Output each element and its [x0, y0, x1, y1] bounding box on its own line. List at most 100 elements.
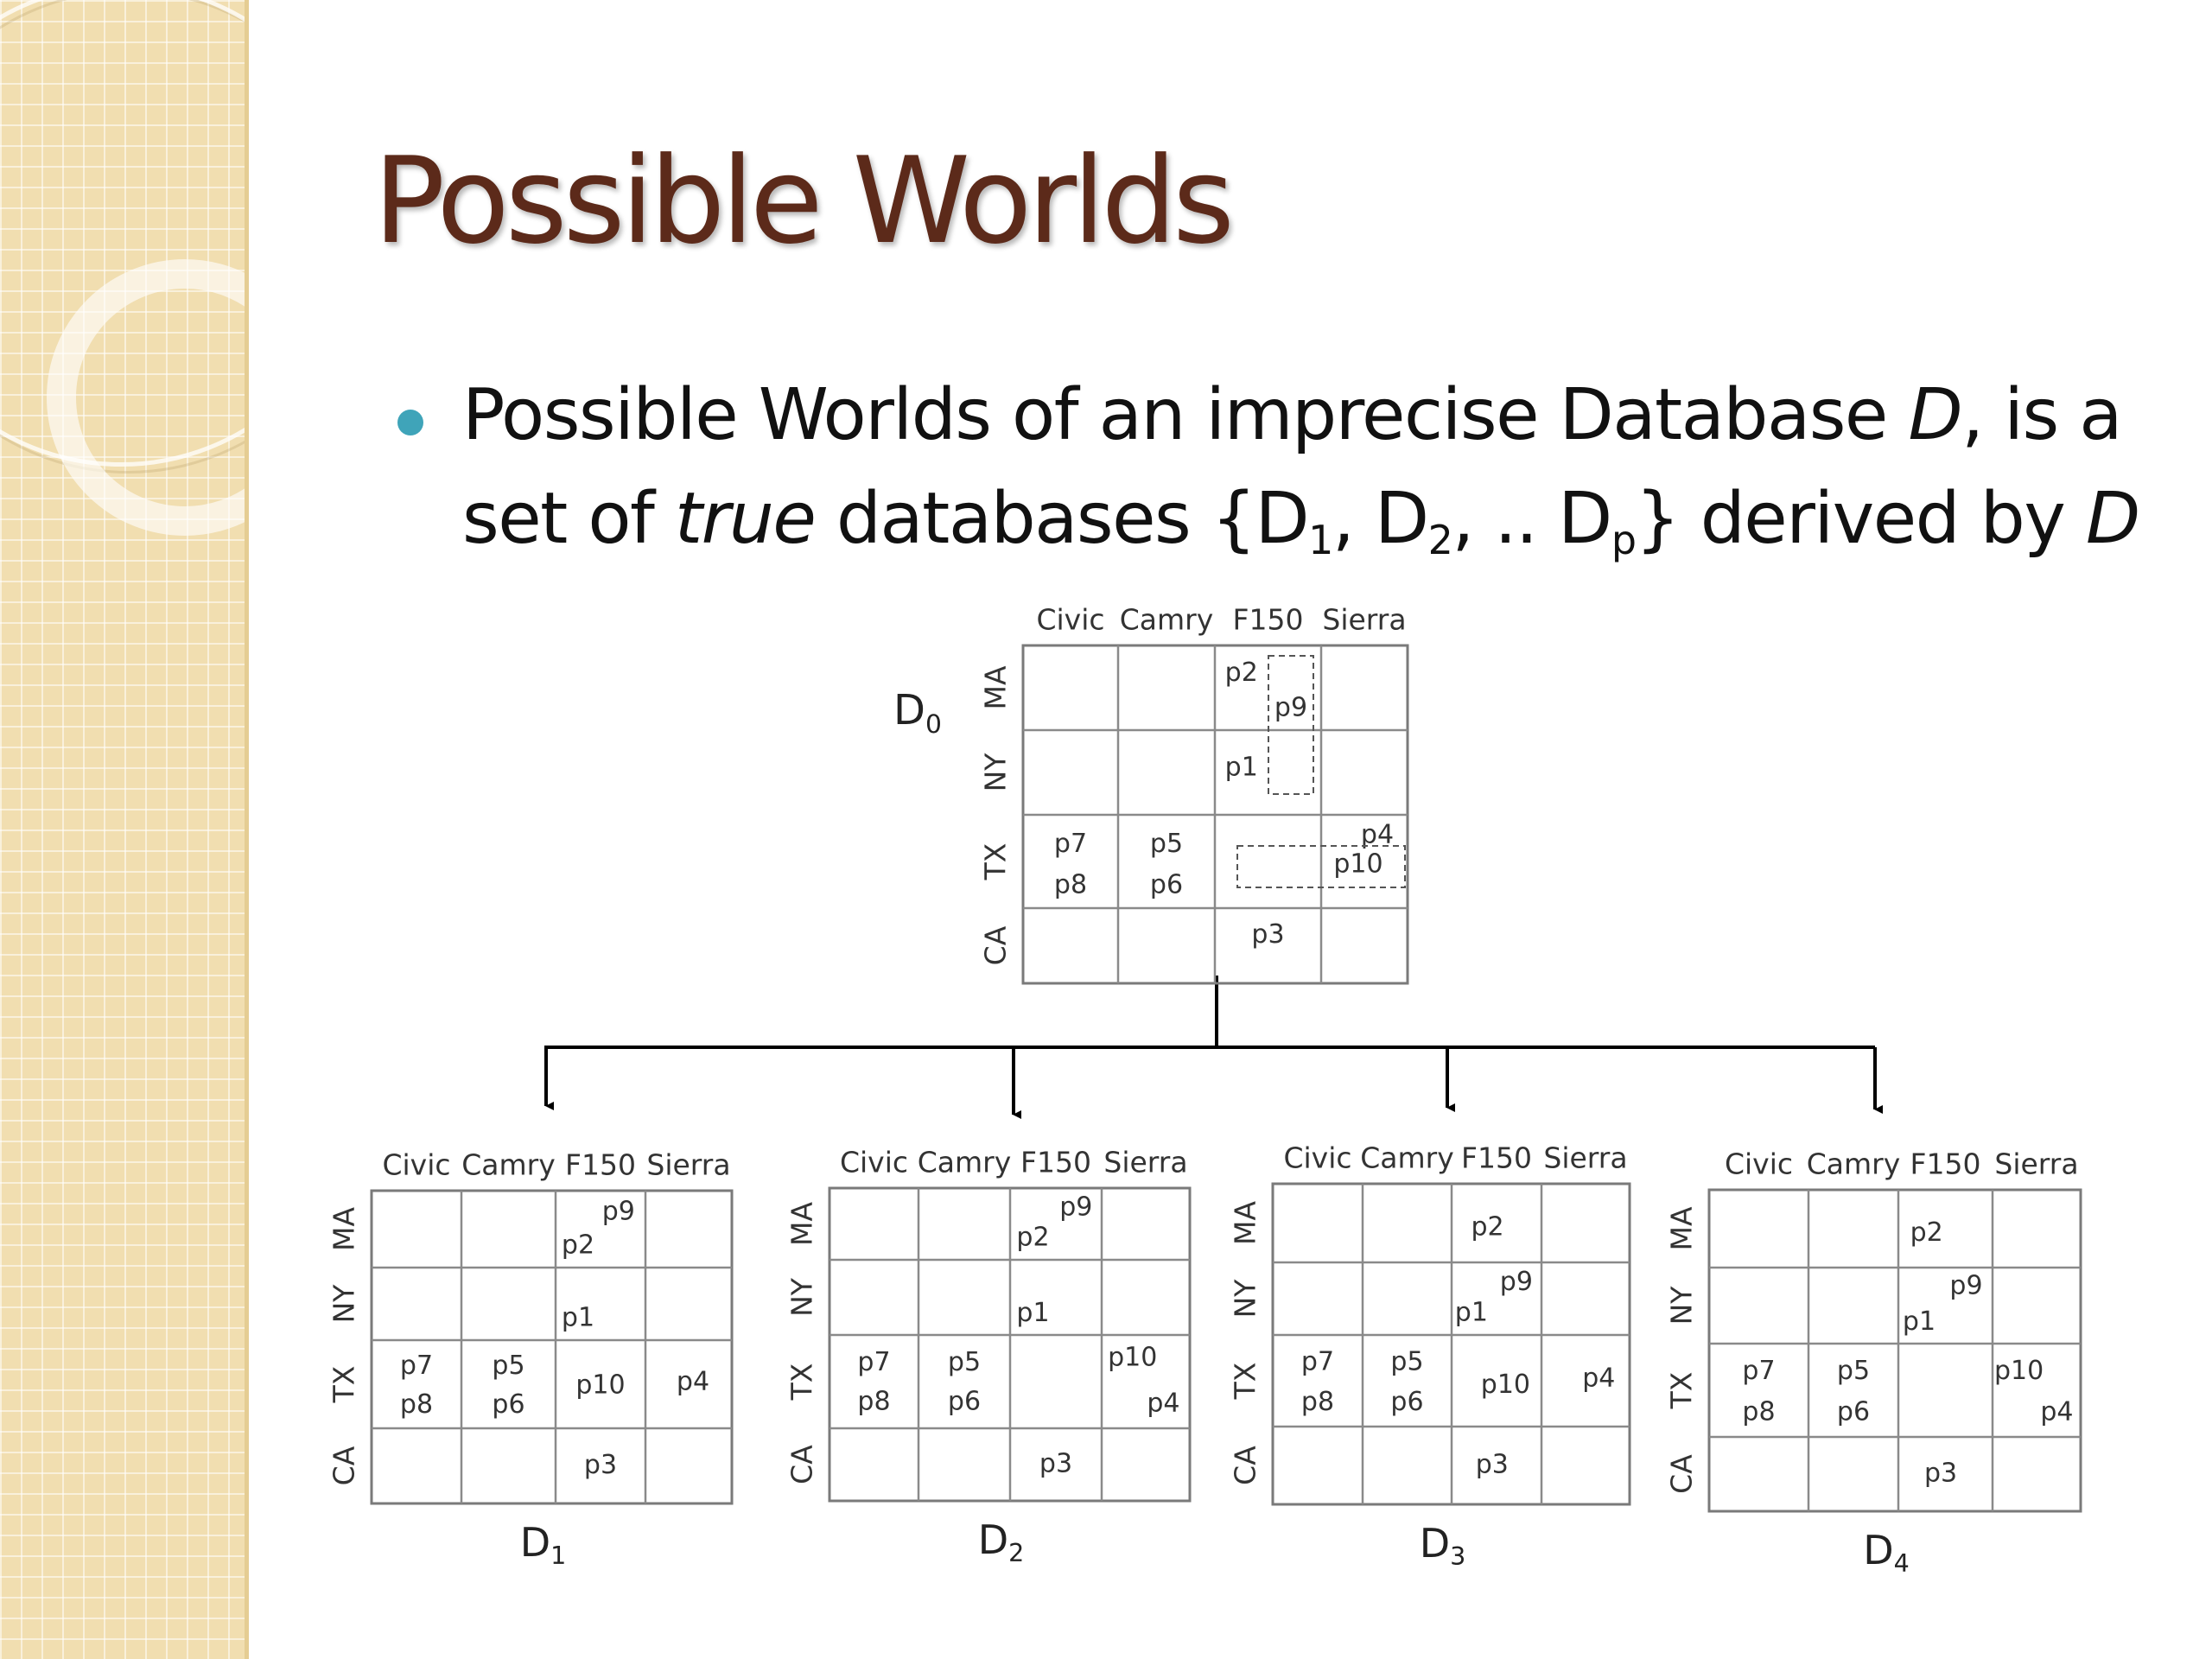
- database-label-base: D: [893, 686, 925, 734]
- column-header: Civic: [840, 1146, 908, 1179]
- database-label-sub: 4: [1894, 1549, 1910, 1578]
- row-header: MA: [979, 665, 1013, 709]
- point-label: p5: [1390, 1346, 1423, 1376]
- connector-tree: [544, 976, 1875, 1115]
- point-label: p4: [2040, 1396, 2073, 1427]
- grid-border: [372, 1191, 732, 1503]
- point-label: p9: [1059, 1192, 1092, 1223]
- point-label: p1: [1903, 1306, 1936, 1337]
- point-label: p1: [1225, 753, 1258, 783]
- point-label: p9: [1949, 1271, 1982, 1301]
- column-header: Sierra: [646, 1148, 730, 1182]
- database-label: D3: [1420, 1520, 1466, 1572]
- column-header: Sierra: [1103, 1146, 1187, 1179]
- point-label: p9: [1274, 693, 1307, 723]
- database-label-sub: 0: [925, 709, 942, 740]
- point-label: p7: [1301, 1346, 1334, 1376]
- row-header: MA: [785, 1202, 819, 1246]
- grid-d1: CivicCamryF150SierraMANYTXCAp9p2p1p7p8p5…: [327, 1148, 733, 1571]
- row-header: CA: [1229, 1446, 1262, 1485]
- point-label: p5: [1150, 829, 1183, 859]
- row-header: NY: [327, 1284, 361, 1324]
- point-label: p6: [1837, 1396, 1870, 1427]
- point-label: p8: [857, 1386, 890, 1416]
- row-header: NY: [979, 753, 1013, 792]
- column-header: Camry: [1807, 1147, 1901, 1181]
- row-header: CA: [785, 1445, 819, 1484]
- database-label-sub: 1: [550, 1541, 566, 1570]
- point-label: p1: [562, 1302, 594, 1332]
- point-label: p10: [575, 1370, 625, 1401]
- column-header: Camry: [1360, 1141, 1454, 1175]
- point-label: p3: [1039, 1449, 1072, 1479]
- column-header: F150: [1020, 1146, 1091, 1179]
- point-label: p3: [1476, 1450, 1509, 1480]
- row-header: MA: [1665, 1206, 1699, 1250]
- column-header: Sierra: [1322, 603, 1406, 637]
- row-header: TX: [785, 1363, 819, 1402]
- point-label: p3: [1924, 1459, 1957, 1489]
- row-header: TX: [327, 1366, 361, 1404]
- point-label: p6: [1390, 1387, 1423, 1417]
- point-label: p10: [1333, 849, 1382, 880]
- database-label-base: D: [1863, 1527, 1893, 1573]
- row-header: TX: [1665, 1372, 1699, 1410]
- grid-border: [1709, 1190, 2081, 1511]
- row-header: TX: [1229, 1363, 1262, 1401]
- point-label: p10: [1108, 1343, 1157, 1373]
- row-header: CA: [1665, 1454, 1699, 1494]
- point-label: p1: [1455, 1297, 1488, 1327]
- database-label: D0: [893, 686, 942, 740]
- point-label: p4: [1147, 1388, 1179, 1418]
- point-label: p2: [1910, 1217, 1943, 1248]
- point-label: p8: [1054, 870, 1087, 900]
- point-label: p2: [1471, 1211, 1504, 1242]
- column-header: F150: [1461, 1141, 1532, 1175]
- row-header: CA: [327, 1446, 361, 1485]
- grid-d4: CivicCamryF150SierraMANYTXCAp2p9p1p7p8p5…: [1665, 1147, 2082, 1579]
- row-header: MA: [327, 1207, 361, 1251]
- database-label-sub: 2: [1008, 1539, 1024, 1567]
- column-header: F150: [1910, 1147, 1981, 1181]
- database-label-sub: 3: [1450, 1542, 1465, 1571]
- point-label: p1: [1016, 1298, 1049, 1328]
- row-header: MA: [1229, 1201, 1262, 1245]
- database-label: D4: [1863, 1527, 1910, 1579]
- point-label: p5: [948, 1347, 981, 1377]
- point-label: p7: [857, 1347, 890, 1377]
- row-header: NY: [1229, 1279, 1262, 1319]
- column-header: Civic: [1283, 1141, 1351, 1175]
- point-label: p10: [1994, 1356, 2044, 1386]
- point-label: p4: [677, 1366, 709, 1396]
- point-label: p5: [1837, 1356, 1870, 1386]
- column-header: Camry: [918, 1146, 1012, 1179]
- imprecise-region: [1268, 656, 1313, 794]
- row-header: NY: [785, 1277, 819, 1317]
- point-label: p2: [1016, 1223, 1049, 1253]
- column-header: Civic: [1036, 603, 1104, 637]
- point-label: p4: [1582, 1363, 1615, 1393]
- database-label-base: D: [1420, 1520, 1450, 1567]
- point-label: p2: [1225, 658, 1258, 688]
- point-label: p8: [400, 1389, 433, 1420]
- row-header: CA: [979, 925, 1013, 965]
- point-label: p7: [1742, 1356, 1775, 1386]
- database-label-base: D: [978, 1516, 1008, 1563]
- column-header: Sierra: [1994, 1147, 2078, 1181]
- row-header: TX: [979, 843, 1013, 881]
- point-label: p3: [584, 1450, 617, 1480]
- point-label: p3: [1251, 919, 1284, 950]
- column-header: Camry: [461, 1148, 556, 1182]
- point-label: p7: [1054, 829, 1087, 859]
- point-label: p8: [1742, 1396, 1775, 1427]
- database-label: D2: [978, 1516, 1025, 1568]
- database-label-base: D: [520, 1519, 550, 1566]
- point-label: p2: [562, 1230, 594, 1261]
- point-label: p10: [1481, 1370, 1530, 1400]
- point-label: p9: [602, 1196, 635, 1226]
- point-label: p6: [492, 1389, 524, 1420]
- column-header: Civic: [382, 1148, 450, 1182]
